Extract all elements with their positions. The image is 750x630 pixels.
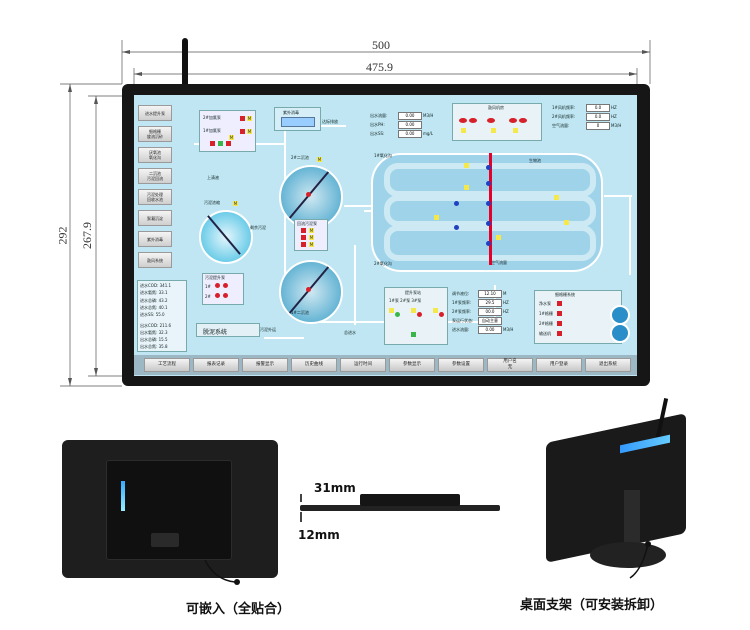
- height-total-label: 292: [55, 226, 70, 245]
- dosing-panel: 2#加氯泵 1#加氯泵 M M: [199, 110, 256, 152]
- reading-label: 泵运行状态:: [452, 318, 474, 323]
- nav-button[interactable]: 参数显示: [389, 358, 435, 372]
- reading-label: 出水SS:: [370, 131, 385, 136]
- embed-callout-line: [204, 560, 240, 585]
- reading-unit: M3/H: [611, 123, 622, 128]
- nav-button[interactable]: 历史曲线: [291, 358, 337, 372]
- stat-row: 进水总磷: 43.2: [140, 297, 168, 303]
- reading-unit: M3/H: [423, 113, 434, 118]
- sludge-system-box: 脱泥系统: [196, 323, 260, 337]
- stand-callout-line: [629, 541, 651, 579]
- reading-unit: HZ: [611, 114, 617, 119]
- scada-nav-bar: 工艺流程报表记录报警显示历史曲线运行时间参数显示参数设置用户名 无用户登录退出系…: [134, 355, 637, 375]
- stat-row: 出水总磷: 15.5: [140, 337, 168, 343]
- thickness-31-label: 31mm: [314, 481, 356, 495]
- reading-value: 0.00: [398, 112, 422, 120]
- reading-label: 空气流量:: [552, 123, 570, 128]
- return-sludge-pump-panel: 回流污泥泵 M M M: [294, 219, 328, 251]
- rear-vesa-plate: [106, 460, 232, 560]
- stat-row: 进水SS: 55.0: [140, 312, 165, 318]
- reading-label: 出水PH:: [370, 122, 385, 127]
- reading-value: 00.0: [478, 308, 502, 316]
- stat-row: 进水总氮: 40.1: [140, 304, 168, 310]
- reading-label: 2#泵频率:: [452, 309, 472, 314]
- oxidation-ditch: [371, 153, 603, 272]
- nav-button[interactable]: 报警显示: [242, 358, 288, 372]
- discharge-label: 达标排放: [322, 119, 338, 124]
- sidebar-button[interactable]: 鼓风系统: [138, 252, 172, 268]
- sidebar-button[interactable]: 污泥处理 回收水池: [138, 189, 172, 205]
- reading-label: 1#泵频率:: [452, 300, 472, 305]
- reading-value: 0.00: [398, 121, 422, 129]
- nav-button[interactable]: 参数设置: [438, 358, 484, 372]
- width-total-label: 500: [372, 38, 390, 52]
- reading-value: 0.00: [478, 326, 502, 334]
- nav-button[interactable]: 报表记录: [193, 358, 239, 372]
- desk-stand-base: [590, 542, 666, 568]
- stat-row: 进水COD: 341.1: [140, 283, 172, 288]
- blower-room-panel: 鼓风机房: [452, 103, 542, 141]
- uv-disinfection-panel: 紫外消毒: [274, 107, 321, 131]
- stat-row: 出水总氮: 35.8: [140, 344, 168, 350]
- nav-button[interactable]: 运行时间: [340, 358, 386, 372]
- reading-value: 29.5: [478, 299, 502, 307]
- side-profile: [300, 505, 500, 511]
- stat-row: 进水氨氮: 33.1: [140, 290, 168, 296]
- reading-value: 0.0: [586, 113, 610, 121]
- nav-button[interactable]: 退出系统: [585, 358, 631, 372]
- reading-value: 0.00: [398, 130, 422, 138]
- reading-unit: HZ: [503, 300, 509, 305]
- reading-unit: M3/H: [503, 327, 514, 332]
- sidebar-button[interactable]: 厌氧池 氧化沟: [138, 147, 172, 163]
- sidebar-button[interactable]: 细格栅 旋流沉砂: [138, 126, 172, 142]
- reading-label: 出水流量:: [370, 113, 388, 118]
- reading-unit: HZ: [503, 309, 509, 314]
- sidebar-button[interactable]: 进水提升泵: [138, 105, 172, 121]
- reading-label: 2#风机频率:: [552, 114, 576, 119]
- height-screen-label: 267.9: [80, 222, 94, 249]
- width-screen-label: 475.9: [366, 60, 393, 74]
- reading-label: 调节液位:: [452, 291, 470, 296]
- stand-caption: 桌面支架（可安装拆卸）: [520, 598, 664, 613]
- reading-value: 0: [586, 122, 610, 130]
- reading-value: 自动主意: [478, 317, 502, 325]
- reading-unit: HZ: [611, 105, 617, 110]
- lift-pump-station: 提升泵站 1#泵 2#泵 3#泵: [384, 287, 448, 345]
- dimension-lines: [60, 40, 651, 387]
- scada-screen: 进水提升泵细格栅 旋流沉砂厌氧池 氧化沟二沉池 污泥回流污泥处理 回收水池絮凝沉…: [134, 95, 637, 376]
- antenna: [182, 38, 188, 88]
- reading-unit: M: [503, 291, 507, 296]
- reading-value: 12.10: [478, 290, 502, 298]
- clarifier-bottom: [279, 260, 343, 324]
- sidebar-button[interactable]: 絮凝沉淀: [138, 210, 172, 226]
- nav-button[interactable]: 用户名 无: [487, 358, 533, 372]
- nav-button[interactable]: 用户登录: [536, 358, 582, 372]
- reading-label: 1#风机频率:: [552, 105, 576, 110]
- stat-row: 出水COD: 211.6: [140, 322, 172, 328]
- thickness-12-label: 12mm: [298, 528, 340, 542]
- grit-system-panel: 细格栅系统 净水泵 1#格栅 2#格栅 输送机: [534, 290, 622, 344]
- sidebar-button[interactable]: 二沉池 污泥回流: [138, 168, 172, 184]
- reading-unit: mg/L: [423, 131, 434, 136]
- sidebar-button[interactable]: 紫外消毒: [138, 231, 172, 247]
- reading-value: 0.0: [586, 104, 610, 112]
- embed-caption: 可嵌入（全贴合）: [186, 602, 291, 617]
- reading-label: 进水流量:: [452, 327, 470, 332]
- stat-row: 出水氨氮: 32.3: [140, 329, 168, 335]
- sludge-pump-panel: 污泥提升泵 1# 2#: [202, 273, 244, 305]
- nav-button[interactable]: 工艺流程: [144, 358, 190, 372]
